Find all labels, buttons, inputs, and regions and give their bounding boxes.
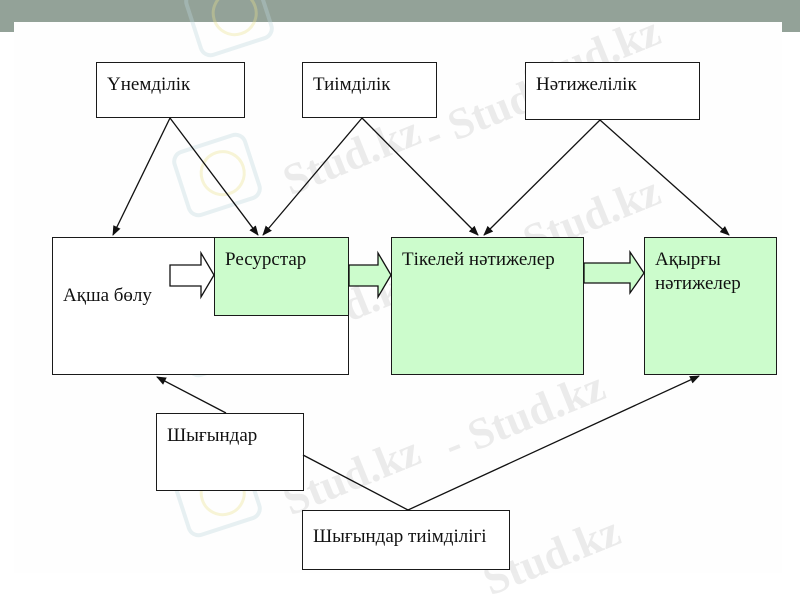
box-label: Шығындар тиімділігі (313, 526, 487, 547)
box-tiimdilik: Тиімділік (302, 62, 437, 118)
box-label-line2: нәтижелер (655, 272, 741, 294)
box-tikelei-natijeler: Тікелей нәтижелер (391, 237, 584, 375)
box-label: Тікелей нәтижелер (402, 249, 555, 270)
box-label: Шығындар (167, 425, 258, 446)
box-label: Ақырғы нәтижелер (655, 248, 741, 296)
box-akyrgy-natijeler: Ақырғы нәтижелер (644, 237, 777, 375)
box-label: Нәтижелілік (536, 74, 637, 95)
box-label-line1: Ақырғы (655, 249, 721, 270)
box-label: Тиімділік (313, 74, 391, 95)
box-natijelilik: Нәтижелілік (525, 62, 700, 120)
box-label: Ақша бөлу (63, 285, 152, 306)
box-label: Үнемділік (107, 74, 191, 95)
box-resurstar: Ресурстар (214, 237, 349, 316)
box-unemdilik: Үнемділік (96, 62, 245, 118)
box-shygyndar-tiimdiligi: Шығындар тиімділігі (302, 510, 510, 570)
box-shygyndar: Шығындар (156, 413, 304, 491)
box-label: Ресурстар (225, 249, 307, 270)
